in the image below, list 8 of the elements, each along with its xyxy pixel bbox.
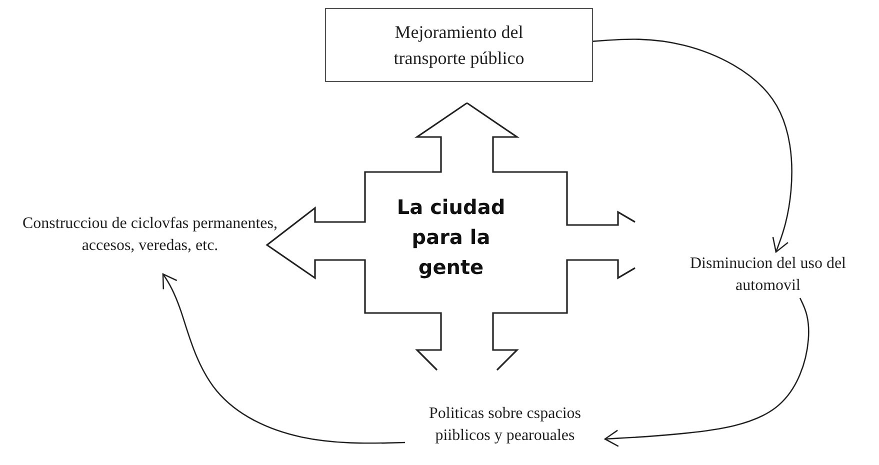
step-text: Politicas sobre cspacios piiblicos y pearouales <box>405 390 605 460</box>
step-text: Disminucion del uso del automovil <box>688 252 848 298</box>
curved-arrow <box>162 273 406 444</box>
curved-arrow <box>592 38 792 253</box>
curved-arrow <box>604 298 810 447</box>
step-text: Construcciou de ciclovfas permanentes, accesos, veredas, etc. <box>20 196 280 274</box>
center-title: La ciudad para la gente <box>396 194 506 280</box>
process-box: Mejoramiento del transporte público <box>325 8 593 82</box>
